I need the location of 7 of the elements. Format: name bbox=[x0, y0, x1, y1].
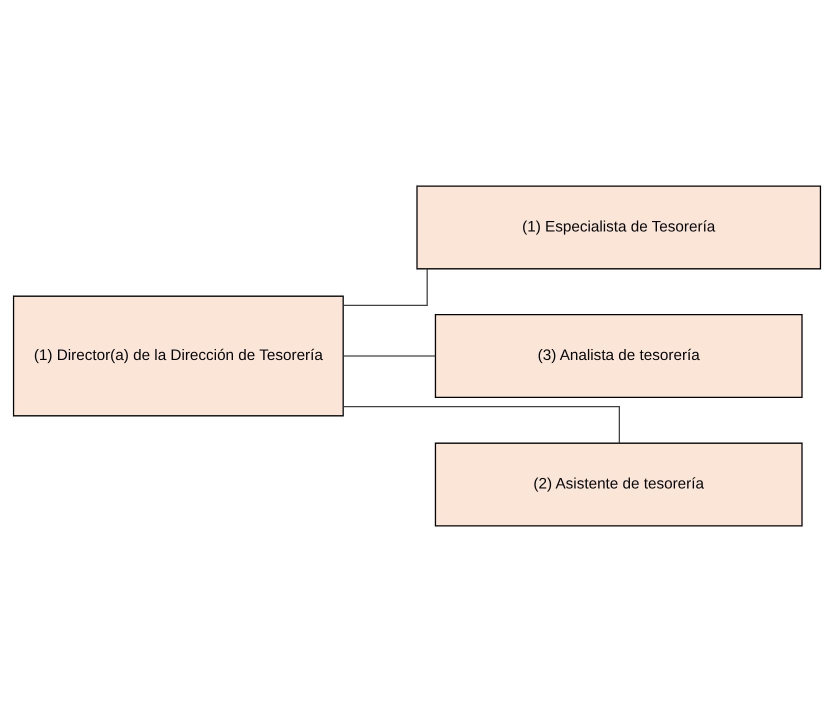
connector bbox=[343, 406, 620, 443]
node-box: (3) Analista de tesorería bbox=[434, 314, 803, 398]
connector bbox=[343, 269, 428, 306]
node-box: (2) Asistente de tesorería bbox=[434, 442, 803, 527]
connector bbox=[344, 355, 436, 357]
node-box: (1) Director(a) de la Dirección de Tesorería bbox=[12, 296, 344, 416]
node-box: (1) Especialista de Tesorería bbox=[416, 185, 822, 270]
